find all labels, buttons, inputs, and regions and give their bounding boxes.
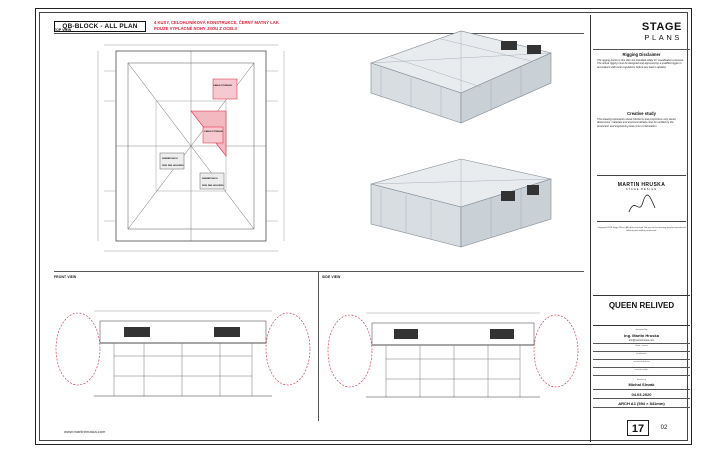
sheet-title: QB-BLOCK - ALL PLAN bbox=[54, 21, 146, 32]
title-block-column: STAGE PLANS Rigging Disclaimer The riggi… bbox=[590, 15, 691, 442]
dimmer-rack-box-2 bbox=[199, 172, 225, 190]
signature-mark bbox=[628, 194, 656, 213]
disclaimer-text: The rigging points in this plan are inte… bbox=[597, 59, 684, 69]
iso-render-top bbox=[370, 30, 552, 124]
cable-storage-box-1 bbox=[212, 78, 238, 100]
front-view-label: FRONT VIEW bbox=[54, 275, 77, 279]
top-view-label: TOP VIEW bbox=[54, 28, 72, 32]
view-separator bbox=[318, 271, 319, 421]
cable-storage-box-2 bbox=[202, 126, 224, 144]
power-label-2: DISK FAN HOLDERS bbox=[202, 185, 224, 187]
power-label-1: DISK FAN HOLDERS bbox=[162, 165, 184, 167]
note-line-2: POUZE VYPLÁCNĚ NOHY JSOU Z OCELI! bbox=[154, 25, 238, 31]
logo-sub: STAGE DESIGN bbox=[625, 188, 658, 191]
construction-note: 4 KUSY, CELOHLINÍKOVÁ KONSTRUKCE, ČERNÝ … bbox=[154, 20, 279, 31]
creative-heading: Creative study bbox=[627, 111, 656, 116]
iso-render-bottom bbox=[369, 158, 553, 248]
dimmer-rack-label-2: DIMMER RACK bbox=[202, 178, 218, 180]
cable-storage-label-1: CABLE STORAGE bbox=[213, 85, 232, 87]
drawn-row: drawn by Michal Slezak bbox=[593, 378, 690, 390]
designer-contact: info@martinhruska.com bbox=[628, 339, 655, 342]
side-view-drawing bbox=[327, 312, 579, 398]
cable-storage-label-2: CABLE STORAGE bbox=[204, 131, 223, 133]
date-row: 04.03.2020 bbox=[593, 390, 690, 399]
designer-logo: MARTIN HRUSKA STAGE DESIGN bbox=[597, 175, 686, 222]
middle-divider bbox=[54, 271, 584, 272]
copyright-text: Copyright 2019 Stage Plans. All rights r… bbox=[597, 227, 686, 232]
note-line-1: 4 KUSY, CELOHLINÍKOVÁ KONSTRUKCE, ČERNÝ … bbox=[154, 20, 279, 25]
project-box: QUEEN RELIVED bbox=[593, 295, 690, 326]
footer-url[interactable]: www.martinhruska.com bbox=[64, 429, 106, 434]
project-title: QUEEN RELIVED bbox=[608, 301, 675, 310]
logo-name: MARTIN HRUSKA bbox=[617, 182, 666, 188]
drawn-by: Michal Slezak bbox=[628, 382, 655, 387]
brand-line-1: STAGE bbox=[641, 21, 682, 33]
dimmer-rack-box-1 bbox=[159, 152, 185, 170]
side-view-label: SIDE VIEW bbox=[322, 275, 341, 279]
front-view-drawing bbox=[55, 310, 311, 397]
top-view-drawing bbox=[97, 44, 285, 252]
designer-row: designed by Ing. Martin Hruska info@mart… bbox=[593, 328, 690, 344]
designer-name: Ing. Martin Hruska bbox=[624, 333, 659, 338]
sheet-format: ARCH A1 (594 × 841mm) bbox=[618, 401, 665, 406]
top-divider bbox=[54, 33, 584, 34]
disclaimer-heading: Rigging Disclaimer bbox=[622, 52, 661, 57]
tb-row-4: revision notes bbox=[593, 368, 690, 376]
creative-text: This drawing represents visual intention… bbox=[597, 118, 676, 128]
sheet-number: 17 bbox=[627, 420, 649, 436]
tb-row-1: client / venue bbox=[593, 344, 690, 352]
format-row: ARCH A1 (594 × 841mm) bbox=[593, 399, 690, 408]
dimmer-rack-label-1: DIMMER RACK bbox=[162, 158, 178, 160]
brand-line-2: PLANS bbox=[644, 33, 682, 42]
tb-row-3: technical director bbox=[593, 360, 690, 368]
sheet-inner-frame bbox=[39, 12, 688, 441]
sheet-date: 04.03.2020 bbox=[631, 392, 652, 397]
drawing-sheet: QB-BLOCK - ALL PLAN 4 KUSY, CELOHLINÍKOV… bbox=[35, 8, 692, 445]
sheet-revision: 02 bbox=[660, 425, 668, 431]
tb-row-2: production bbox=[593, 352, 690, 360]
